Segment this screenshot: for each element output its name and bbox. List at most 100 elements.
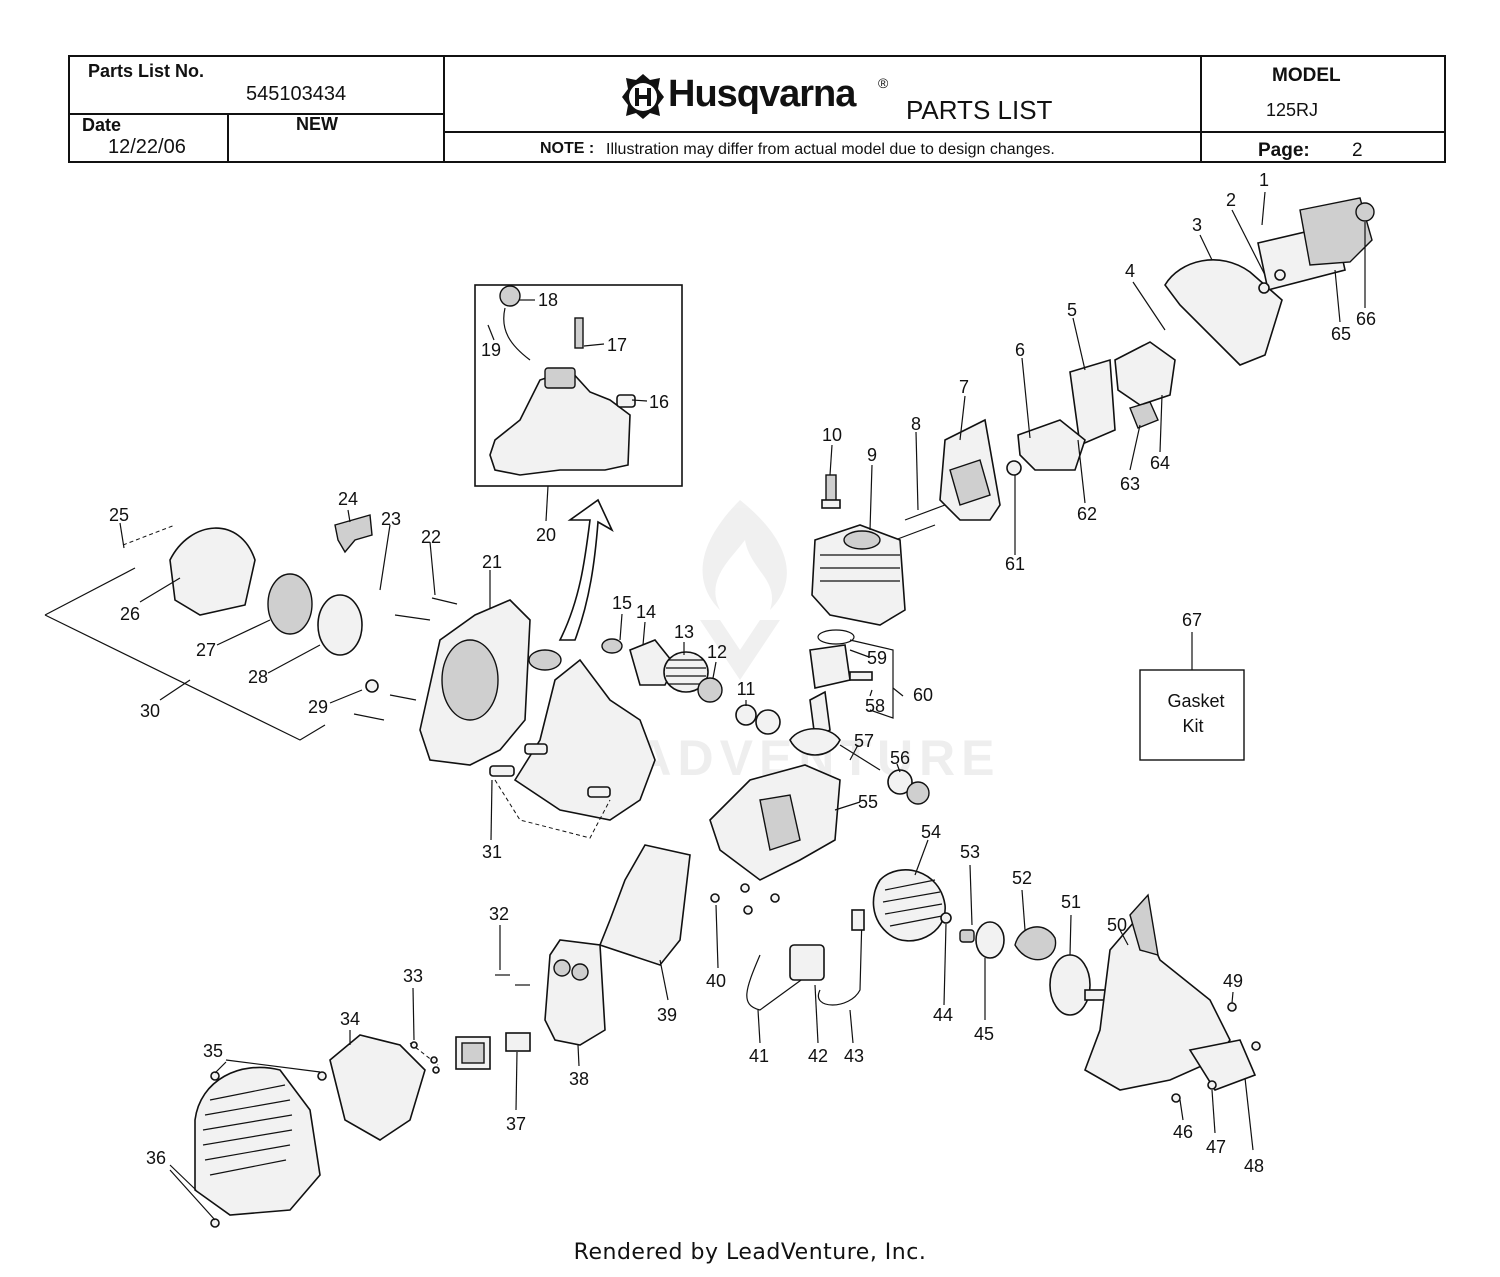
engine-cover-part [194,1066,321,1216]
callout-label: 39 [657,1005,677,1025]
carb-gasket-part [1069,358,1116,447]
piston-pin-icon [849,671,873,681]
callout-label: 10 [822,425,842,445]
callout-label: 13 [674,622,694,642]
model-value: 125RJ [1266,100,1319,120]
callout-label: 28 [248,667,268,687]
callout-label: 67 [1182,610,1202,630]
callout-label: 66 [1356,309,1376,329]
callout-label: 43 [844,1046,864,1066]
callout-label: 2 [1226,190,1236,210]
ignition-coil-part [789,944,825,981]
callout-label: 63 [1120,474,1140,494]
callout-label: 58 [865,696,885,716]
callout-label: 17 [607,335,627,355]
cylinder-part [811,524,906,626]
filter-icon [616,394,636,408]
header-divider [443,131,1446,133]
callout-label: 46 [1173,1122,1193,1142]
callout-label: 31 [482,842,502,862]
callout-label: 53 [960,842,980,862]
callout-label: 38 [569,1069,589,1089]
callout-label: 65 [1331,324,1351,344]
callout-label: 36 [146,1148,166,1168]
callout-label: 34 [340,1009,360,1029]
callout-label: 50 [1107,915,1127,935]
gasket-kit-label-1: Gasket [1167,691,1224,711]
callout-label: 15 [612,593,632,613]
callout-label: 49 [1223,971,1243,991]
callout-label: 55 [858,792,878,812]
callout-label: 47 [1206,1137,1226,1157]
parts-list-no: 545103434 [246,83,347,105]
header-table: Parts List No. 545103434 Date 12/22/06 N… [68,55,1446,163]
fuel-tank-main-part [513,658,656,821]
intake-adapter-part [1017,419,1086,471]
parts-list-no-label: Parts List No. [88,61,205,81]
callout-label: 60 [913,685,933,705]
callout-label: 32 [489,904,509,924]
piston-ring-icon [817,629,855,645]
callout-label: 1 [1259,170,1269,190]
callout-label: 41 [749,1046,769,1066]
callout-label: 5 [1067,300,1077,320]
callout-label: 23 [381,509,401,529]
piston-part [809,644,851,689]
callout-label: 29 [308,697,328,717]
header-divider [70,113,445,115]
clutch-part [1014,926,1057,961]
brand-name: Husqvarna [668,73,856,115]
callout-label: 27 [196,640,216,660]
clutch-housing-part [1084,913,1231,1091]
pulley-icon [317,594,363,656]
filter-holder-part [1299,197,1373,266]
callout-label: 62 [1077,504,1097,524]
callout-label: 54 [921,822,941,842]
gasket-kit-box [1139,669,1245,761]
callout-label: 21 [482,552,502,572]
callout-label: 45 [974,1024,994,1044]
doc-title: PARTS LIST [906,95,1053,125]
page-label: Page: [1258,140,1310,161]
header-divider [1200,57,1202,163]
callout-label: 40 [706,971,726,991]
recoil-spring-icon [267,573,313,635]
callout-label: 11 [737,679,756,699]
callout-label: 18 [538,290,558,310]
callout-label: 64 [1150,453,1170,473]
callout-label: 30 [140,701,160,721]
callout-label: 14 [636,602,656,622]
fuel-cap-icon [499,285,521,307]
callout-label: 56 [890,748,910,768]
callout-label: 7 [959,377,969,397]
header-divider [443,57,445,163]
engine-cover-rear-part [329,1034,426,1141]
callout-label: 16 [649,392,669,412]
primer-icon [574,317,584,349]
callout-label: 4 [1125,261,1135,281]
clutch-spring-part [663,651,709,693]
note-label: NOTE : [540,140,595,157]
callout-label: 8 [911,414,921,434]
callout-label: 61 [1005,554,1025,574]
flywheel-part [872,869,946,942]
crankshaft-part [789,690,881,771]
air-filter-cover-part [1164,259,1283,366]
callout-label: 12 [707,642,727,662]
callout-label: 3 [1192,215,1202,235]
callout-label: 6 [1015,340,1025,360]
gasket-kit-label-2: Kit [1182,716,1203,736]
arrow-icon [558,498,614,641]
spark-plug-icon [821,474,841,509]
callout-label: 35 [203,1041,223,1061]
gasket-plate-icon [505,1032,531,1052]
inset-box-fuel-tank [474,284,683,487]
callout-label: 22 [421,527,441,547]
muffler-part [544,939,606,1046]
fuel-tank-part [489,285,636,476]
model-label: MODEL [1272,65,1341,86]
header-divider [227,113,229,163]
registered-mark: ® [878,75,889,91]
callout-label: 52 [1012,868,1032,888]
